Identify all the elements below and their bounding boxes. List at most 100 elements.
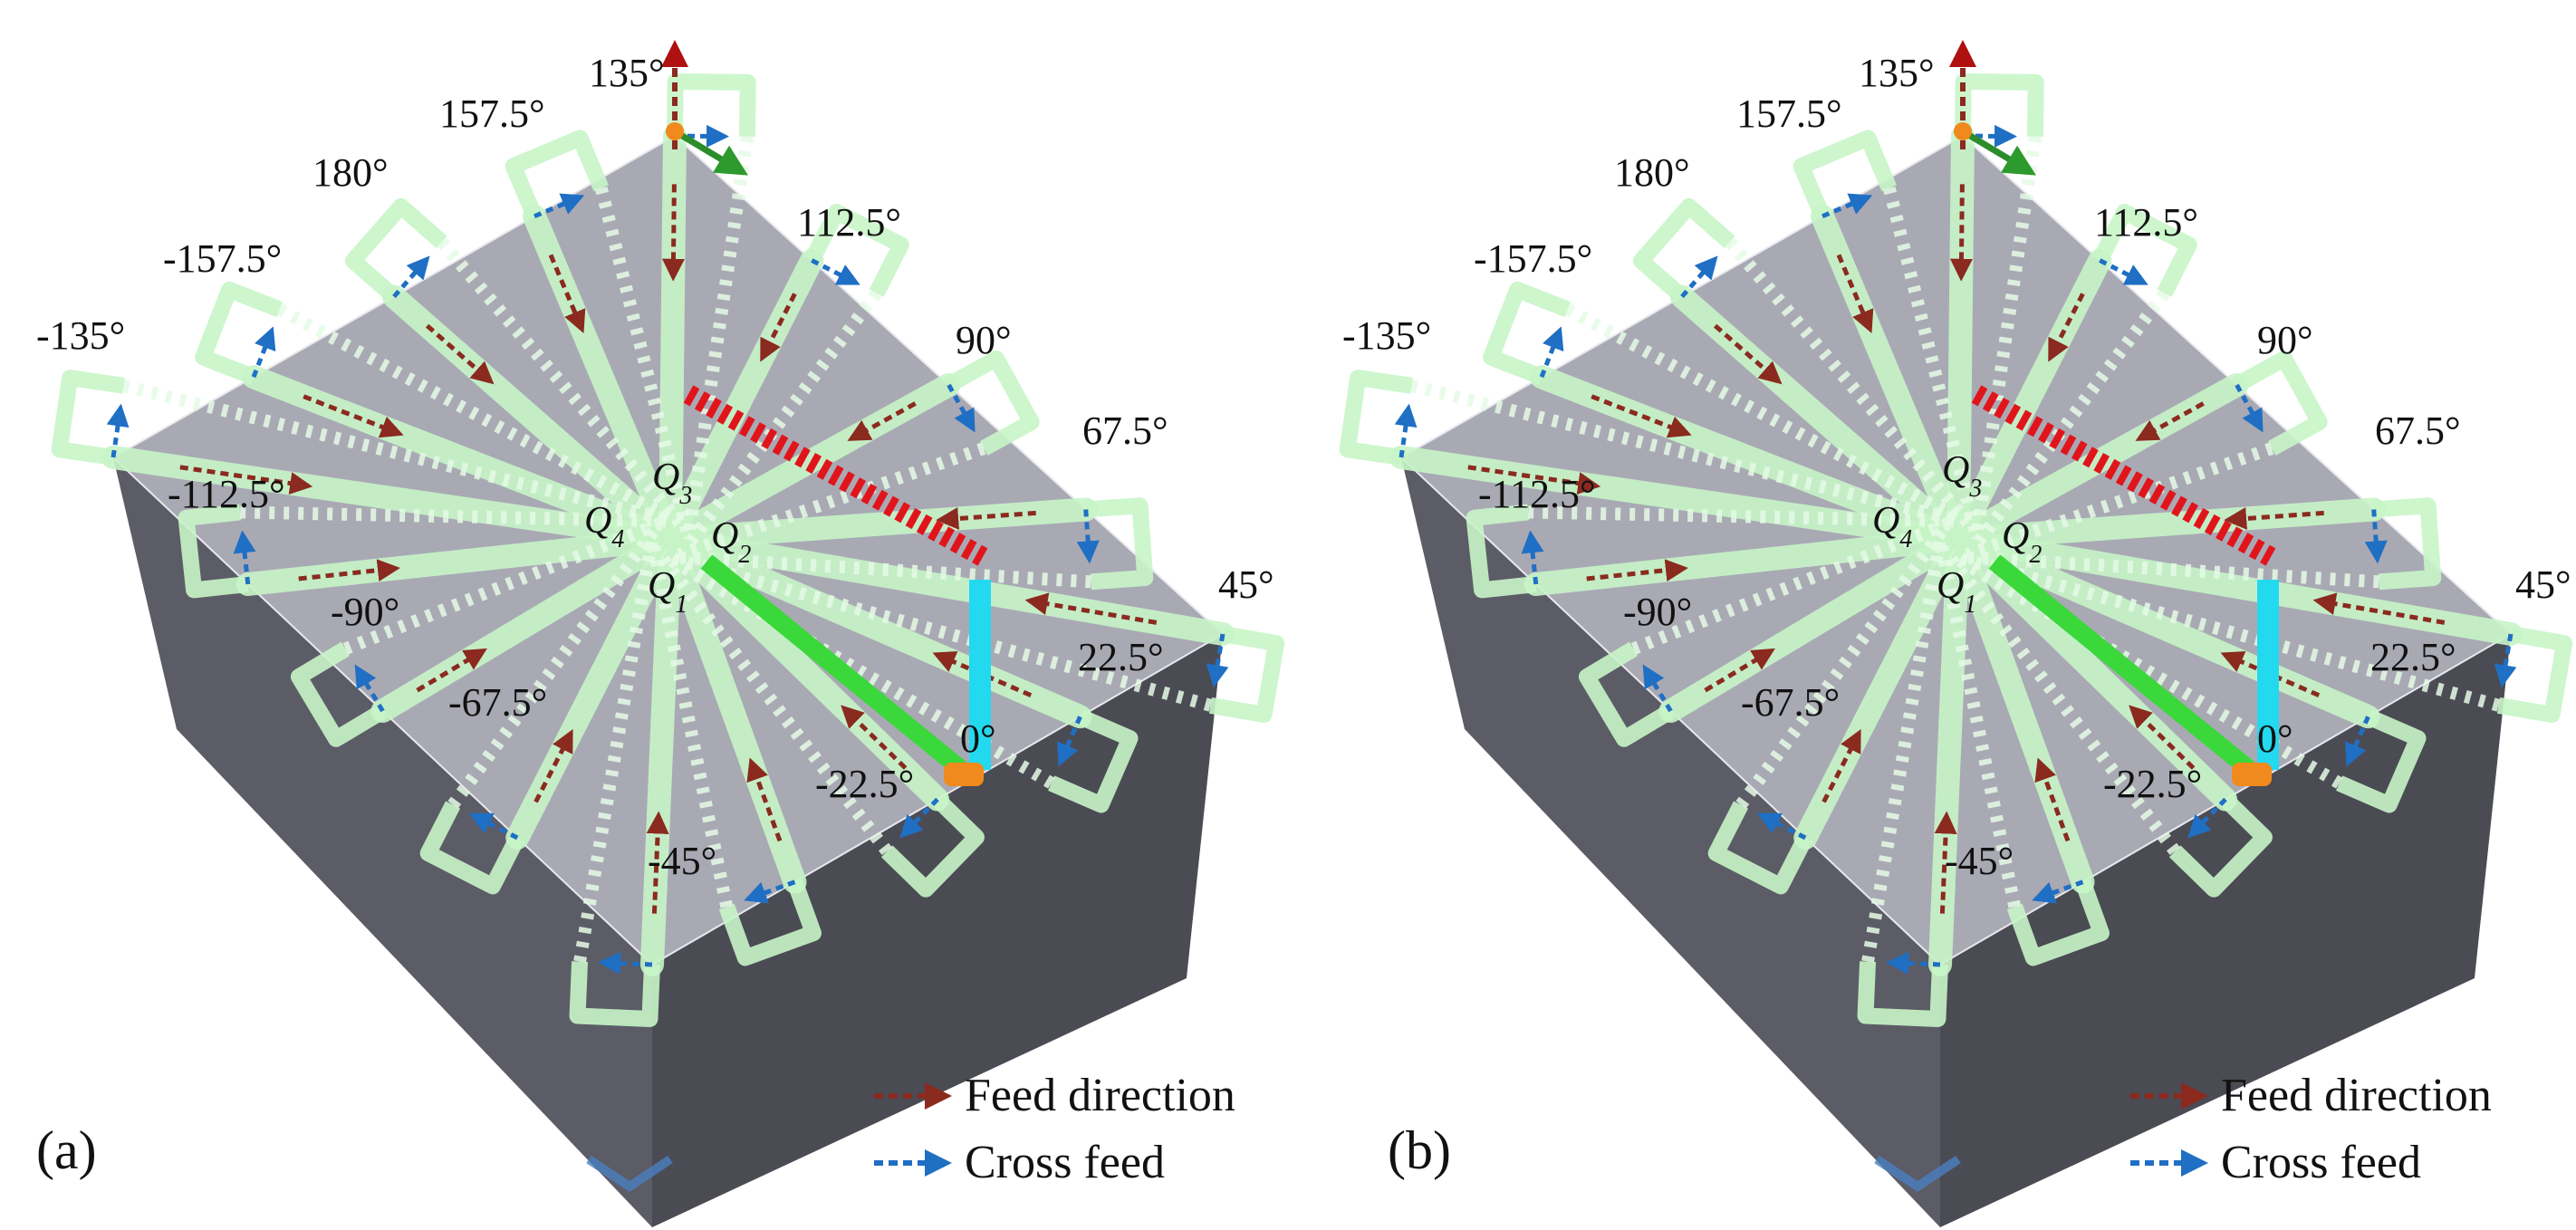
- feed-arrow-2: [2135, 401, 2205, 441]
- panel-b-diagram: 135°157.5°180°-157.5°-135°-112.5°-90°-67…: [1339, 40, 2573, 1227]
- angle-label: -157.5°: [1474, 236, 1592, 281]
- tool-return-3: [1959, 550, 2379, 589]
- tool-loop-15: [1793, 130, 1898, 220]
- tool-loop-12: [51, 370, 125, 466]
- tool-loop-3: [1085, 497, 1154, 591]
- cross-arrow-15: [533, 193, 585, 219]
- angle-label: 90°: [2257, 318, 2313, 362]
- tool-loop-1: [2092, 204, 2197, 297]
- cross-arrow-0: [1962, 124, 2017, 148]
- cross-arrow-3: [1076, 509, 1100, 564]
- legend-cross-label: Cross feed: [2221, 1137, 2421, 1188]
- cross-arrow-11: [1521, 530, 1544, 585]
- tool-return-0: [682, 135, 754, 541]
- tool-loop-0: [667, 73, 756, 138]
- cross-arrow-6: [899, 797, 939, 839]
- cross-arrow-5: [2345, 716, 2370, 767]
- cross-arrow-9: [1756, 812, 1807, 841]
- feed-arrow-6: [2129, 705, 2196, 770]
- angle-label: 22.5°: [1078, 635, 1164, 679]
- point-subscript: 1: [1964, 591, 1976, 619]
- feed-arrow-5: [932, 651, 1033, 697]
- feed-arrow-4: [2312, 592, 2446, 625]
- cross-arrow-15: [1821, 193, 1873, 219]
- feed-arrow-5: [2220, 651, 2321, 697]
- point-label: Q3: [652, 456, 692, 510]
- cross-arrow-5: [1057, 716, 1082, 767]
- panel-a-diagram: 135°157.5°180°-157.5°-135°-112.5°-90°-67…: [36, 40, 1285, 1227]
- tool-return-6: [1940, 548, 2180, 856]
- tool-return-13: [1564, 303, 1968, 528]
- feed-arrow-11: [298, 559, 400, 582]
- tool-loop-8: [569, 961, 660, 1027]
- legend-cross-label: Cross feed: [965, 1137, 1165, 1188]
- cross-arrow-8: [1886, 952, 1941, 975]
- gizmo-origin: [666, 122, 684, 140]
- block-left-face: [1401, 457, 1940, 1227]
- cross-arrow-13: [251, 326, 276, 379]
- point-subscript: 1: [675, 591, 687, 619]
- cross-arrow-12: [106, 403, 130, 458]
- tool-loop-5: [2336, 708, 2427, 813]
- tool-loop-10: [290, 641, 388, 747]
- feed-arrow-4: [1024, 592, 1158, 625]
- tool-loop-9: [419, 801, 525, 895]
- angle-label: -67.5°: [448, 680, 547, 725]
- feed-arrow-2: [847, 401, 917, 441]
- tool-loop-13: [195, 281, 284, 385]
- tool-return-0: [1970, 135, 2042, 541]
- feed-arrow-3: [2224, 506, 2324, 530]
- point-label: Q3: [1942, 449, 1982, 503]
- tool-path-4: [1946, 527, 2523, 646]
- green-segment: [1988, 554, 2256, 777]
- feed-arrow-13: [1591, 394, 1692, 438]
- tool-loop-5: [1048, 708, 1139, 813]
- point-letter: Q: [1872, 500, 1899, 542]
- point-label: Q4: [1872, 500, 1912, 553]
- tool-tip: [944, 763, 984, 786]
- angle-label: -157.5°: [163, 236, 282, 281]
- angle-label: -112.5°: [168, 472, 285, 516]
- tool-return-15: [594, 187, 694, 533]
- angle-label: 135°: [589, 51, 665, 95]
- feed-arrow-1: [760, 293, 797, 362]
- gizmo-origin: [1954, 122, 1972, 140]
- cross-arrow-6: [2187, 797, 2227, 839]
- angle-label: 180°: [312, 150, 389, 195]
- angle-label: -135°: [1342, 313, 1431, 358]
- angle-label: 180°: [1614, 150, 1690, 195]
- panel-label: (b): [1388, 1120, 1451, 1180]
- point-letter: Q: [652, 456, 679, 498]
- tool-loop-4: [1208, 626, 1285, 724]
- tool-return-2: [1965, 442, 2274, 562]
- cross-arrow-1: [2099, 258, 2148, 285]
- cross-arrow-3: [2364, 509, 2388, 564]
- tool-return-1: [1969, 289, 2170, 552]
- tool-loop-6: [880, 793, 985, 898]
- angle-label: 112.5°: [2094, 200, 2198, 245]
- green-segment: [700, 554, 968, 777]
- angle-label: 157.5°: [1736, 91, 1842, 136]
- point-letter: Q: [1942, 449, 1969, 491]
- panel-a: 135°157.5°180°-157.5°-135°-112.5°-90°-67…: [36, 40, 1285, 1227]
- feed-arrow-0: [1949, 184, 1973, 282]
- legend-feed-label: Feed direction: [965, 1070, 1235, 1121]
- angle-label: 135°: [1859, 51, 1935, 95]
- angle-label: -67.5°: [1741, 680, 1840, 725]
- tool-path-4: [658, 527, 1235, 646]
- angle-label: -45°: [1945, 839, 2014, 883]
- feed-arrow-6: [841, 705, 908, 770]
- point-subscript: 3: [678, 482, 692, 510]
- cross-arrow-14: [392, 255, 430, 299]
- tool-loop-4: [2496, 626, 2573, 724]
- feed-arrow-8: [646, 811, 669, 914]
- tool-loop-11: [178, 504, 249, 599]
- cross-arrow-7: [744, 879, 796, 904]
- point-letter: Q: [711, 515, 738, 557]
- cross-arrow-12: [1394, 403, 1418, 458]
- point-label: Q2: [2002, 515, 2042, 569]
- cross-arrow-0: [674, 124, 729, 148]
- feed-arrow-8: [1934, 811, 1957, 914]
- angle-label: 45°: [2515, 562, 2571, 607]
- tool-return-14: [437, 237, 687, 530]
